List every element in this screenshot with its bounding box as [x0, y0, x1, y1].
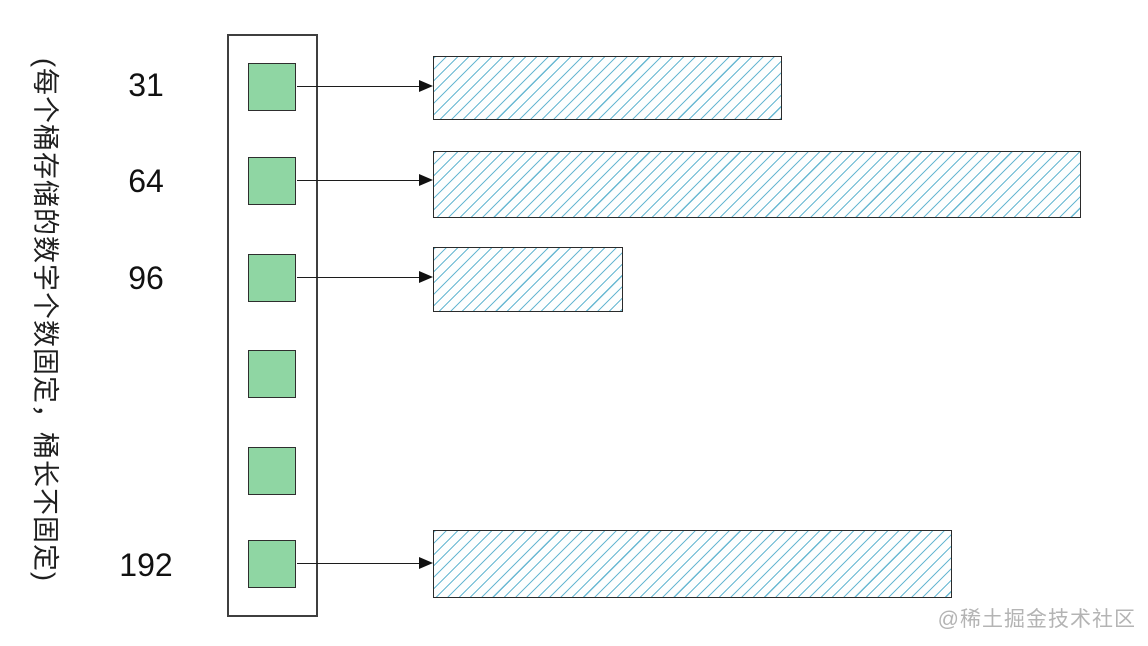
- arrow-right-icon: [419, 174, 433, 186]
- arrow-connector-3: [297, 277, 420, 278]
- bucket-square-4: [248, 350, 296, 398]
- arrow-right-icon: [419, 80, 433, 92]
- bucket-storage-bar-6: [433, 530, 952, 598]
- bucket-array-container: [227, 34, 318, 617]
- watermark-text: @稀土掘金技术社区: [937, 608, 1136, 631]
- bucket-count-label-6: 192: [119, 547, 173, 583]
- bucket-storage-bar-3: [433, 247, 623, 312]
- bucket-count-label-3: 96: [128, 260, 164, 296]
- bucket-square-3: [248, 254, 296, 302]
- bucket-square-1: [248, 63, 296, 111]
- arrow-connector-6: [297, 563, 420, 564]
- bucket-storage-bar-1: [433, 56, 782, 120]
- bucket-count-label-2: 64: [128, 163, 164, 199]
- arrow-right-icon: [419, 271, 433, 283]
- bucket-square-6: [248, 540, 296, 588]
- arrow-right-icon: [419, 557, 433, 569]
- bucket-square-5: [248, 447, 296, 495]
- bucket-count-label-1: 31: [128, 67, 164, 103]
- side-note-vertical-text: (每个桶存储的数字个数固定，桶长不固定): [30, 58, 60, 582]
- arrow-connector-1: [297, 86, 420, 87]
- bucket-storage-bar-2: [433, 151, 1081, 218]
- arrow-connector-2: [297, 180, 420, 181]
- bucket-square-2: [248, 157, 296, 205]
